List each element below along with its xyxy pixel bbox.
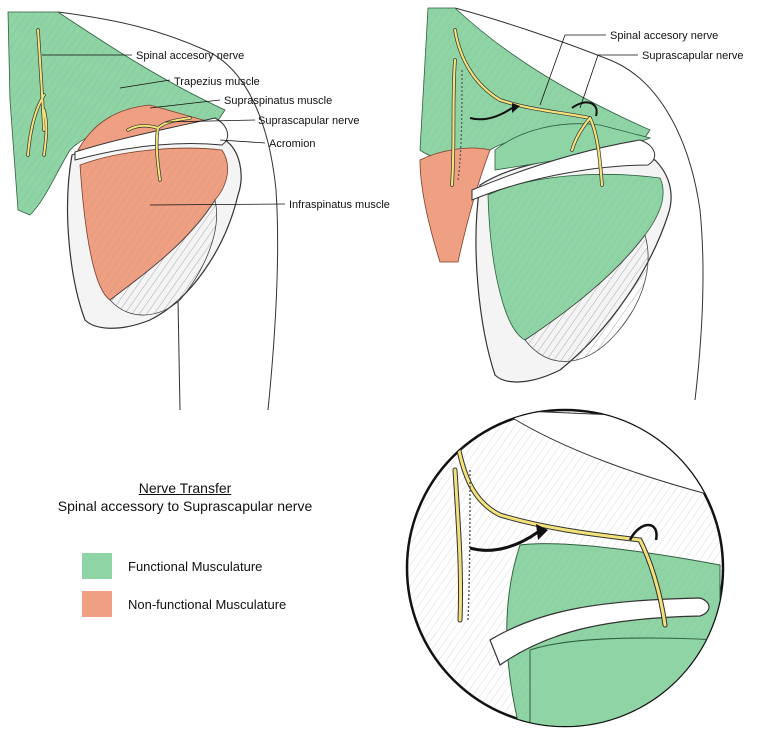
legend-swatch-nonfunctional	[82, 591, 112, 617]
left-leader-lines	[42, 54, 286, 206]
transfer-arrow-icon	[469, 107, 513, 121]
label-suprascapular-nerve-left: Suprascapular nerve	[258, 115, 360, 127]
legend-label-nonfunctional: Non-functional Musculature	[128, 596, 287, 612]
label-supraspinatus-muscle: Supraspinatus muscle	[224, 95, 332, 107]
label-trapezius-muscle: Trapezius muscle	[174, 76, 260, 88]
label-suprascapular-nerve-right: Suprascapular nerve	[642, 50, 744, 62]
right-leader-lines	[539, 34, 638, 109]
magnified-detail-circle	[405, 408, 725, 728]
right-shoulder-illustration	[419, 7, 704, 401]
legend-item-functional: Functional Musculature	[82, 553, 262, 579]
label-infraspinatus-muscle: Infraspinatus muscle	[289, 199, 390, 211]
legend-swatch-functional	[82, 553, 112, 579]
label-acromion: Acromion	[269, 138, 315, 150]
left-shoulder-illustration	[7, 11, 279, 411]
label-spinal-accessory-nerve-right: Spinal accesory nerve	[610, 30, 718, 42]
caption-title: Nerve Transfer	[138, 480, 232, 496]
legend-item-nonfunctional: Non-functional Musculature	[82, 591, 286, 617]
left-acromion	[74, 117, 229, 161]
right-lower-trapezius	[419, 147, 491, 263]
legend-label-functional: Functional Musculature	[128, 558, 263, 574]
caption-subtitle: Spinal accessory to Suprascapular nerve	[57, 498, 313, 514]
label-spinal-accessory-nerve-left: Spinal accesory nerve	[136, 50, 244, 62]
left-body-outline	[57, 11, 279, 411]
